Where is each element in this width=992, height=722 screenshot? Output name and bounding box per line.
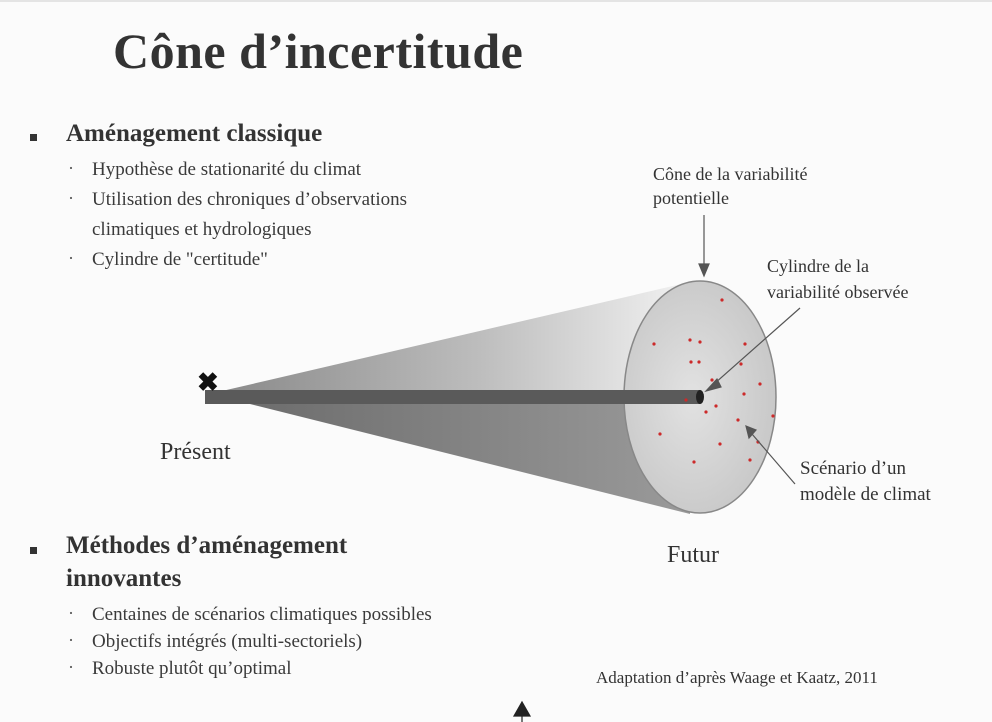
- cone-label-line1: Cône de la variabilité: [653, 164, 808, 184]
- future-label: Futur: [667, 542, 720, 568]
- scenario-arrow: [745, 425, 796, 485]
- section2-heading-line2: innovantes: [66, 565, 182, 592]
- section1-bullet: [30, 134, 37, 141]
- section1-dot-0: ·: [68, 158, 74, 178]
- present-label: Présent: [160, 439, 231, 465]
- section1-item-0: Hypothèse de stationarité du climat: [92, 159, 362, 180]
- cylinder-label-line2: variabilité observée: [767, 282, 909, 302]
- section1-heading: Aménagement classique: [66, 120, 323, 147]
- cylinder-arrow: [704, 307, 801, 393]
- present-marker: ✖: [197, 368, 219, 397]
- cylinder-label-line1: Cylindre de la: [767, 256, 869, 276]
- observed-cylinder: [205, 390, 700, 404]
- section1-item-3: Cylindre de "certitude": [92, 249, 268, 270]
- section1-dot-1: ·: [68, 188, 74, 208]
- cone-body-upper: [222, 282, 690, 394]
- scenario-label-line2: modèle de climat: [800, 484, 931, 505]
- cone-label-line2: potentielle: [653, 188, 729, 208]
- section2-dot-1: ·: [68, 630, 74, 650]
- section2-item-0: Centaines de scénarios climatiques possi…: [92, 604, 432, 625]
- scenario-dots: [652, 298, 775, 464]
- section1-dot-3: ·: [68, 248, 74, 268]
- section1-item-1: Utilisation des chroniques d’observation…: [92, 189, 408, 210]
- section2-bullet: [30, 547, 37, 554]
- section2-item-1: Objectifs intégrés (multi-sectoriels): [92, 631, 363, 652]
- observed-cylinder-end: [696, 390, 704, 404]
- scenario-label-line1: Scénario d’un: [800, 458, 907, 479]
- citation: Adaptation d’après Waage et Kaatz, 2011: [596, 668, 878, 687]
- cone-body-lower: [222, 394, 690, 514]
- section2-item-2: Robuste plutôt qu’optimal: [92, 658, 292, 679]
- cone-arrow: [698, 215, 710, 278]
- slide-title: Cône d’incertitude: [113, 23, 524, 79]
- bottom-arrow: [512, 700, 532, 722]
- section2-heading-line1: Méthodes d’aménagement: [66, 532, 348, 559]
- section2-dot-2: ·: [68, 657, 74, 677]
- section2-dot-0: ·: [68, 603, 74, 623]
- section1-item-2: climatiques et hydrologiques: [92, 219, 312, 240]
